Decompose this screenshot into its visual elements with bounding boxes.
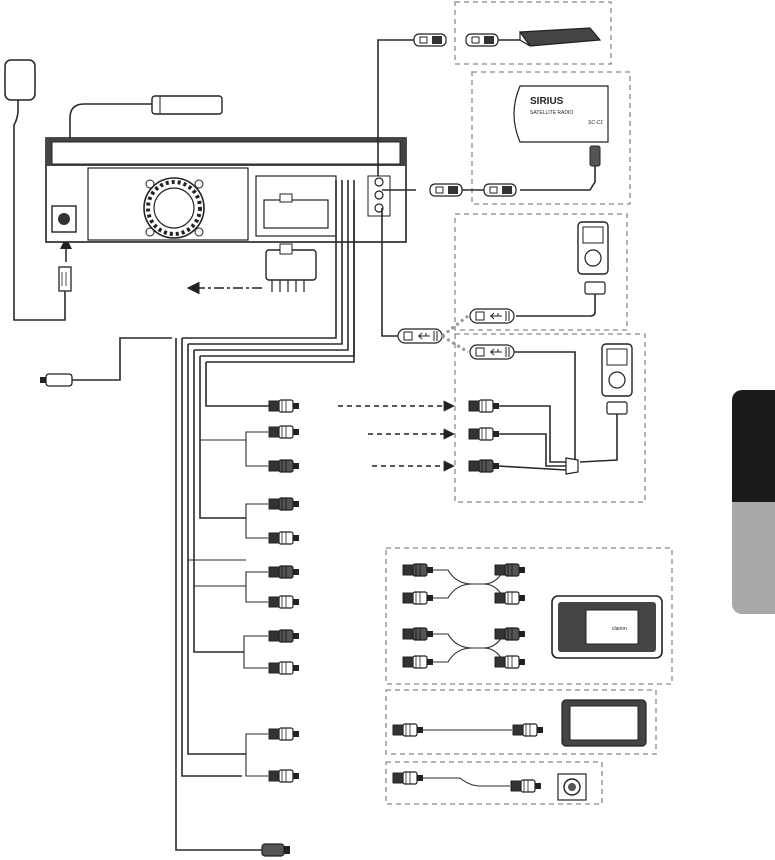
ipod-icon: [469, 344, 632, 474]
aux-plug-left: [40, 374, 72, 386]
rca-outputs: [244, 400, 299, 782]
sirius-logo: SIRIUS: [530, 96, 564, 107]
ipod-arrow-icon: [338, 406, 452, 466]
sirius-module: SIRIUS SATELLITE RADIO SC-C1: [382, 86, 608, 336]
sirius-model: SC-C1: [588, 120, 603, 126]
side-tab-light: [732, 502, 775, 614]
camera: [393, 772, 586, 800]
harness-connector: [266, 244, 316, 292]
amplifier-brand: clarion: [612, 626, 627, 632]
ipod-usb: [470, 222, 608, 323]
monitor: [393, 700, 646, 746]
sirius-sub: SATELLITE RADIO: [530, 110, 573, 116]
bottom-plug: [262, 844, 290, 856]
head-unit: [46, 138, 406, 242]
amplifier: clarion: [403, 564, 662, 668]
side-tab-dark: [732, 390, 775, 502]
